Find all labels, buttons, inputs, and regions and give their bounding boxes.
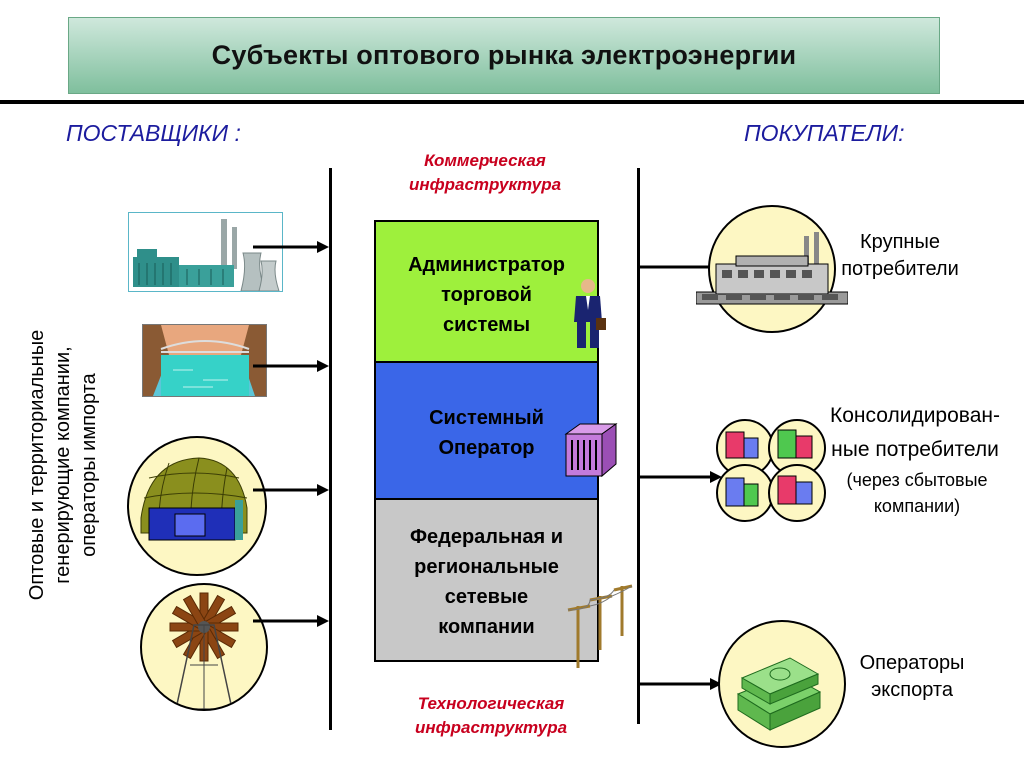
money-stack-icon: [736, 657, 822, 731]
hydro-plant-icon: [142, 324, 267, 397]
system-operator-line-2: Оператор: [438, 437, 535, 459]
power-poles-icon: [567, 584, 633, 668]
arrow-nuclear: [253, 484, 329, 496]
export-operators-label: Операторы экспорта: [850, 650, 974, 704]
commercial-infrastructure-label: Коммерческая инфраструктура: [408, 151, 562, 194]
server-icon: [564, 423, 618, 478]
grid-companies-block: Федеральная и региональные сетевые компа…: [374, 498, 599, 662]
arrow-hydro: [253, 360, 329, 372]
large-consumers-line-1: Крупные: [860, 231, 940, 253]
grid-line-4: компании: [438, 616, 535, 638]
grid-line-2: региональные: [414, 556, 559, 578]
arrow-consolidated-consumers: [640, 471, 722, 483]
suppliers-description: Оптовые и территориальные генерирующие к…: [24, 300, 114, 630]
businessman-icon: [574, 279, 606, 348]
large-consumers-line-2: потребители: [841, 258, 959, 280]
admin-line-1: Администратор: [408, 254, 565, 276]
admin-block: Администратор торговой системы: [374, 220, 599, 363]
system-operator-block: Системный Оператор: [374, 361, 599, 500]
title-divider: [0, 100, 1024, 104]
page-title: Субъекты оптового рынка электроэнергии: [211, 40, 797, 70]
grid-line-3: сетевые: [444, 586, 529, 608]
suppliers-heading: ПОСТАВЩИКИ :: [66, 120, 241, 146]
consolidated-consumers-line-2: ные потребители: [831, 438, 999, 461]
consolidated-consumers-line-3: (через сбытовые: [846, 470, 988, 490]
arrow-export: [640, 678, 722, 690]
thermal-plant-icon: [128, 212, 283, 292]
consolidated-consumers-line-1: Консолидирован-: [830, 404, 1000, 427]
nuclear-plant-icon: [127, 436, 267, 576]
arrow-thermal: [253, 241, 329, 253]
left-vertical-line: [329, 168, 332, 730]
buildings-icon: [725, 429, 813, 507]
suppliers-line-2: генерирующие компании,: [52, 346, 74, 584]
arrow-wind: [253, 615, 329, 627]
title-banner: Субъекты оптового рынка электроэнергии: [68, 17, 940, 94]
suppliers-line-1: Оптовые и территориальные: [26, 329, 48, 601]
buyers-heading: ПОКУПАТЕЛИ:: [744, 120, 905, 146]
admin-line-2: торговой: [441, 284, 532, 306]
export-line-1: Операторы: [859, 652, 965, 674]
right-vertical-line: [637, 168, 640, 724]
export-circle: [718, 620, 846, 748]
system-operator-line-1: Системный: [429, 407, 544, 429]
wind-turbine-icon: [140, 583, 268, 711]
admin-line-3: системы: [442, 314, 531, 336]
export-line-2: экспорта: [871, 679, 953, 701]
suppliers-line-3: операторы импорта: [78, 373, 100, 557]
factory-icon: [696, 232, 848, 305]
grid-line-1: Федеральная и: [409, 526, 564, 548]
technological-infrastructure-label: Технологическая инфраструктура: [414, 694, 568, 737]
consolidated-consumers-line-4: компании): [873, 496, 961, 516]
large-consumers-label: Крупные потребители: [838, 229, 962, 283]
